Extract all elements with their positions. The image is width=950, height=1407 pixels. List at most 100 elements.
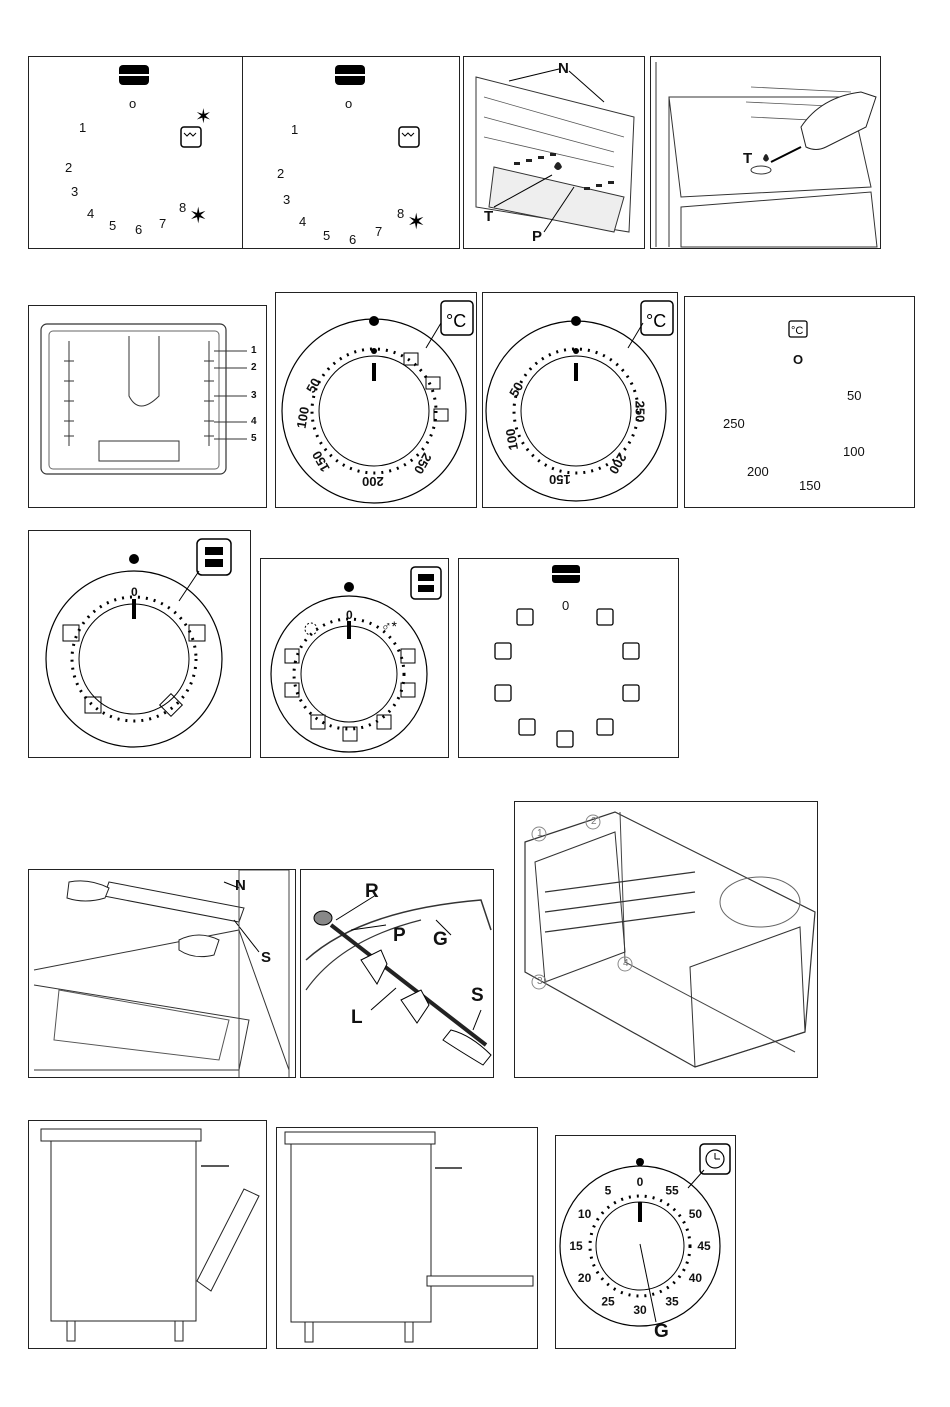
rotisserie-illustration: R P G L S bbox=[300, 869, 494, 1078]
cooker-side-door-half-open bbox=[28, 1120, 267, 1349]
temp-250: 250 bbox=[723, 417, 745, 430]
dial-number-2: 2 bbox=[277, 167, 284, 180]
oven-interior-burner-illustration: N T P bbox=[463, 56, 645, 249]
temp-200: 200 bbox=[747, 465, 769, 478]
shelf-level-3: 3 bbox=[251, 391, 257, 401]
temp-150: 150 bbox=[799, 479, 821, 492]
dial-number-7: 7 bbox=[159, 217, 166, 230]
oven-symbol-icon: ✶ bbox=[243, 57, 460, 249]
thermostat-dial-panel-b: °C 50 100 150 200 250 bbox=[482, 292, 678, 508]
dial-number-4: 4 bbox=[299, 215, 306, 228]
label-P: P bbox=[532, 229, 542, 244]
thermostat-dial-drawing: °C bbox=[483, 293, 678, 508]
timer-minute-40: 40 bbox=[689, 1271, 703, 1285]
svg-text:✶: ✶ bbox=[407, 209, 425, 234]
dial-zero: o bbox=[345, 97, 352, 110]
celsius-symbol-icon: °C bbox=[685, 297, 915, 508]
thermostat-legend-panel: °C O 50 250 100 200 150 bbox=[684, 296, 915, 508]
dial-number-5: 5 bbox=[323, 229, 330, 242]
dial-number-4: 4 bbox=[87, 207, 94, 220]
label-T: T bbox=[743, 151, 752, 166]
dial-number-8: 8 bbox=[179, 201, 186, 214]
selector-dial-panel-b: 0 ♂* bbox=[260, 558, 449, 758]
dial-zero: O bbox=[793, 353, 803, 366]
selector-dial-drawing: 0 bbox=[29, 531, 251, 758]
dial-number-7: 7 bbox=[375, 225, 382, 238]
temp-150: 150 bbox=[549, 473, 571, 486]
timer-minute-50: 50 bbox=[689, 1207, 703, 1221]
label-S: S bbox=[471, 986, 484, 1005]
oven-symbol-icon: ✶ ✶ bbox=[29, 57, 243, 249]
svg-text:♂*: ♂* bbox=[381, 618, 398, 634]
dial-number-6: 6 bbox=[349, 233, 356, 246]
svg-text:°C: °C bbox=[646, 311, 666, 331]
dial-number-1: 1 bbox=[291, 123, 298, 136]
cooker-side-door-open bbox=[276, 1127, 538, 1349]
selector-legend-panel-b: ✶ o 1 2 3 4 5 6 7 8 bbox=[242, 56, 460, 249]
svg-text:°C: °C bbox=[446, 311, 466, 331]
label-S: S bbox=[261, 950, 271, 965]
timer-minute-20: 20 bbox=[578, 1271, 592, 1285]
timer-minute-30: 30 bbox=[633, 1303, 647, 1317]
selector-dial-panel-a: 0 bbox=[28, 530, 251, 758]
function-icons-drawing bbox=[459, 559, 679, 758]
svg-text:°C: °C bbox=[791, 325, 803, 337]
label-N: N bbox=[235, 878, 246, 893]
svg-text:✶: ✶ bbox=[195, 106, 212, 128]
dial-number-3: 3 bbox=[283, 193, 290, 206]
dial-number-8: 8 bbox=[397, 207, 404, 220]
dial-number-2: 2 bbox=[65, 161, 72, 174]
side-rack-drawing bbox=[515, 802, 818, 1078]
timer-minute-55: 55 bbox=[665, 1184, 679, 1198]
label-G: G bbox=[433, 930, 448, 949]
selector-dial-drawing: 0 ♂* bbox=[261, 559, 449, 758]
dial-zero: o bbox=[129, 97, 136, 110]
timer-minute-35: 35 bbox=[665, 1294, 679, 1308]
timer-minute-45: 45 bbox=[697, 1239, 711, 1253]
callout-3: 3 bbox=[537, 977, 543, 987]
callout-2: 2 bbox=[591, 817, 597, 827]
thermostat-dial-panel-a: °C 50 100 150 200 250 bbox=[275, 292, 477, 508]
timer-minute-15: 15 bbox=[569, 1239, 583, 1253]
temp-100: 100 bbox=[295, 406, 312, 430]
shelf-level-1: 1 bbox=[251, 346, 257, 356]
dial-zero: 0 bbox=[562, 599, 569, 612]
timer-minute-5: 5 bbox=[605, 1184, 612, 1198]
shelf-level-4: 4 bbox=[251, 417, 257, 427]
oven-lighting-illustration: T bbox=[650, 56, 881, 249]
oven-lighting-drawing bbox=[651, 57, 881, 249]
timer-minute-10: 10 bbox=[578, 1207, 592, 1221]
side-rack-assembly-illustration: 1 2 4 3 bbox=[514, 801, 818, 1078]
shelf-level-5: 5 bbox=[251, 434, 257, 444]
dial-number-1: 1 bbox=[79, 121, 86, 134]
svg-text:0: 0 bbox=[346, 608, 353, 622]
label-L: L bbox=[351, 1008, 363, 1027]
shelf-levels-illustration: 1 2 3 4 5 bbox=[28, 305, 267, 508]
timer-minute-0: 0 bbox=[637, 1175, 644, 1189]
callout-4: 4 bbox=[623, 959, 629, 969]
svg-text:0: 0 bbox=[131, 585, 138, 599]
callout-1: 1 bbox=[537, 829, 543, 839]
timer-minute-25: 25 bbox=[601, 1294, 615, 1308]
grill-shield-illustration: N S bbox=[28, 869, 296, 1078]
selector-legend-icons-panel: 0 bbox=[458, 558, 679, 758]
dial-number-6: 6 bbox=[135, 223, 142, 236]
cooker-side-drawing-b bbox=[277, 1128, 538, 1349]
label-P: P bbox=[393, 926, 406, 945]
temp-200: 200 bbox=[362, 475, 384, 488]
temp-100: 100 bbox=[504, 428, 521, 452]
temp-100: 100 bbox=[843, 445, 865, 458]
dial-number-5: 5 bbox=[109, 219, 116, 232]
oven-shelf-drawing bbox=[29, 306, 267, 508]
selector-legend-panel-a: ✶ ✶ o 1 2 3 4 5 6 7 8 bbox=[28, 56, 243, 249]
dial-number-3: 3 bbox=[71, 185, 78, 198]
temp-250: 250 bbox=[633, 401, 646, 423]
label-N: N bbox=[558, 61, 569, 76]
svg-text:✶: ✶ bbox=[189, 203, 207, 228]
timer-dial-drawing: 0 5 10 15 20 25 30 35 40 45 50 55 bbox=[556, 1136, 736, 1349]
temp-50: 50 bbox=[847, 389, 861, 402]
grill-shield-drawing bbox=[29, 870, 296, 1078]
label-T: T bbox=[484, 209, 493, 224]
shelf-level-2: 2 bbox=[251, 363, 257, 373]
